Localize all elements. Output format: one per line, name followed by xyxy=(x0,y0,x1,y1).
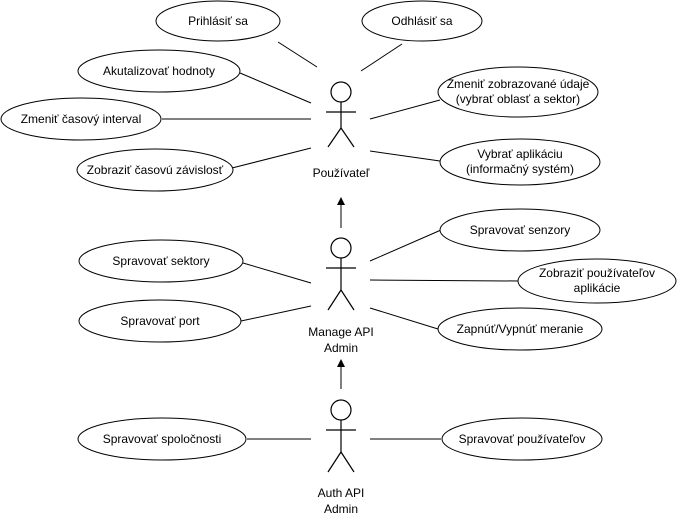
actor-user: Používateľ xyxy=(313,81,370,180)
actor-user-label: Používateľ xyxy=(313,166,370,180)
assoc-select-app xyxy=(369,150,441,162)
use-case-change-interval-label: Zmeniť časový interval xyxy=(21,112,142,126)
use-case-show-users-label-2: aplikácie xyxy=(574,281,621,295)
use-case-refresh-label: Akutalizovať hodnoty xyxy=(103,64,215,78)
use-case-show-users-label-1: Zobraziť používateľov xyxy=(539,266,655,280)
use-case-manage-companies: Spravovať spoločnosti xyxy=(77,417,247,461)
use-case-select-app-label-1: Vybrať aplikáciu xyxy=(477,147,562,161)
use-case-manage-sensors: Spravovať senzory xyxy=(439,208,601,252)
actor-left-leg xyxy=(327,451,342,473)
actor-head xyxy=(330,81,352,103)
use-case-manage-port: Spravovať port xyxy=(78,299,242,343)
actor-left-leg xyxy=(327,127,342,148)
use-case-show-dependency: Zobraziť časovú závislosť xyxy=(76,148,234,192)
actor-manage-label-2: Admin xyxy=(324,341,358,355)
use-case-manage-sectors-label: Spravovať sektory xyxy=(112,254,209,268)
use-case-manage-sensors-label: Spravovať senzory xyxy=(470,223,571,237)
actor-right-leg xyxy=(340,289,355,311)
use-case-show-users: Zobraziť používateľov aplikácie xyxy=(517,258,677,304)
assoc-refresh xyxy=(239,72,312,104)
use-case-select-app-label-2: (informačný systém) xyxy=(466,162,574,176)
use-case-manage-users: Spravovať používateľov xyxy=(441,417,603,461)
use-case-change-display-label-1: Zmeniť zobrazované údaje xyxy=(447,77,590,91)
assoc-show-dependency xyxy=(231,147,312,169)
use-case-change-display: Zmeniť zobrazované údaje (vybrať oblasť … xyxy=(437,66,599,118)
assoc-toggle-measure xyxy=(369,307,439,330)
actor-auth-api-admin: Auth API Admin xyxy=(318,399,365,515)
actor-left-leg xyxy=(327,289,342,311)
assoc-manage-port xyxy=(240,305,312,322)
use-case-logout-label: Odhlásiť sa xyxy=(391,14,453,28)
use-case-manage-users-label: Spravovať používateľov xyxy=(459,432,586,446)
use-case-manage-port-label: Spravovať port xyxy=(120,314,200,328)
actor-auth-label-1: Auth API xyxy=(318,486,365,500)
assoc-manage-sectors xyxy=(242,262,312,284)
assoc-login xyxy=(277,41,318,68)
use-case-change-display-label-2: (vybrať oblasť a sektor) xyxy=(456,92,580,106)
use-case-manage-companies-label: Spravovať spoločnosti xyxy=(103,432,222,446)
use-case-refresh: Akutalizovať hodnoty xyxy=(77,49,241,93)
assoc-logout xyxy=(360,43,403,72)
assoc-change-display xyxy=(369,99,441,120)
use-case-toggle-measure: Zapnúť/Vypnúť meranie xyxy=(437,307,603,351)
actor-auth-label-2: Admin xyxy=(324,502,358,515)
actor-manage-label-1: Manage API xyxy=(308,325,373,339)
use-case-toggle-measure-label: Zapnúť/Vypnúť meranie xyxy=(457,322,584,336)
use-case-select-app: Vybrať aplikáciu (informačný systém) xyxy=(439,138,601,186)
use-case-login-label: Prihlásiť sa xyxy=(188,14,248,28)
actor-manage-api-admin: Manage API Admin xyxy=(308,237,374,355)
use-case-show-dependency-label: Zobraziť časovú závislosť xyxy=(87,163,224,177)
actor-head xyxy=(330,237,352,259)
associations xyxy=(162,41,519,440)
use-case-logout: Odhlásiť sa xyxy=(361,0,483,42)
use-case-manage-sectors: Spravovať sektory xyxy=(78,239,244,283)
assoc-manage-sensors xyxy=(369,229,442,262)
actor-right-leg xyxy=(340,451,355,473)
actor-head xyxy=(330,399,352,421)
actor-right-leg xyxy=(340,127,355,148)
assoc-show-users xyxy=(369,279,519,282)
use-case-login: Prihlásiť sa xyxy=(155,0,281,42)
use-case-change-interval: Zmeniť časový interval xyxy=(0,97,162,141)
